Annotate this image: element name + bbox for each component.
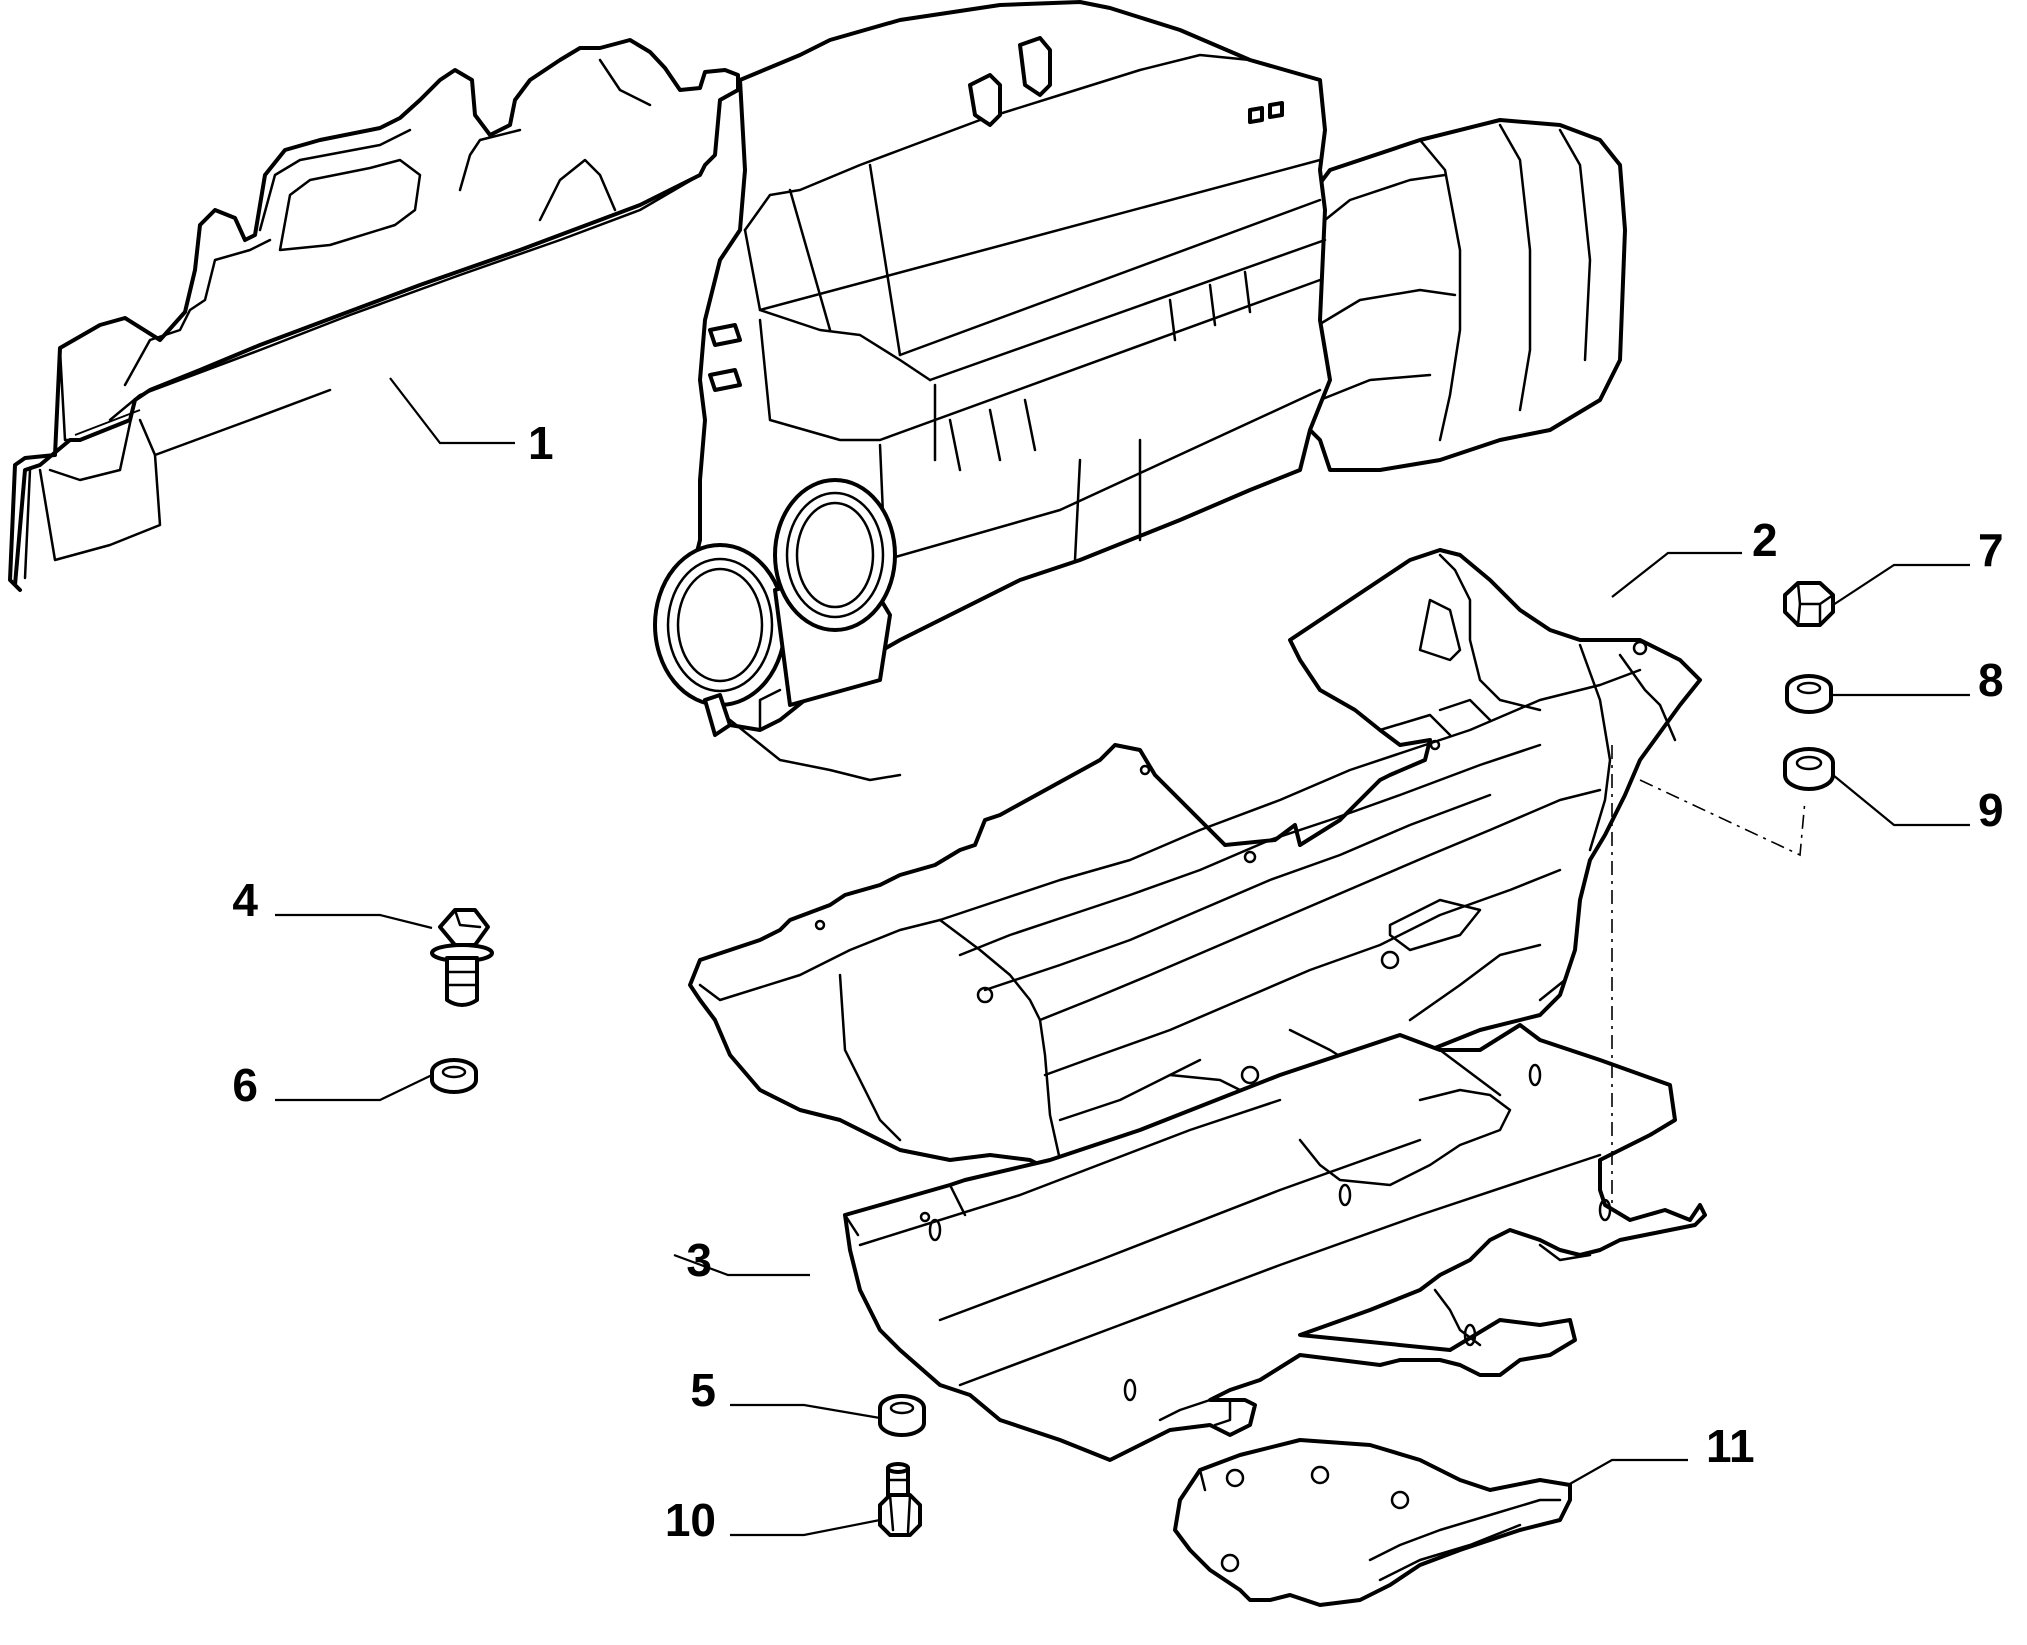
flange-bolt — [430, 908, 494, 1007]
skid-plate — [843, 1023, 1707, 1462]
cover-plate — [1173, 1438, 1572, 1607]
hex-nut — [1783, 581, 1835, 627]
callout-6: 6 — [232, 1059, 258, 1111]
washer-8 — [1785, 674, 1833, 714]
spacer-9 — [1783, 747, 1835, 791]
callout-2: 2 — [1752, 514, 1778, 566]
washer-6 — [430, 1058, 478, 1094]
spacer-5 — [878, 1394, 926, 1437]
callout-9: 9 — [1978, 784, 2004, 836]
stud-bolt — [878, 1462, 922, 1537]
callout-8: 8 — [1978, 654, 2004, 706]
engine-assembly — [653, 0, 1627, 782]
callout-11: 11 — [1706, 1420, 1755, 1472]
callout-3: 3 — [686, 1234, 712, 1286]
callout-10: 10 — [665, 1494, 716, 1546]
leader-lines — [275, 377, 1970, 1537]
callout-5: 5 — [690, 1364, 716, 1416]
heat-shield-upper — [8, 38, 740, 592]
callout-1: 1 — [528, 417, 554, 469]
callout-7: 7 — [1978, 524, 2004, 576]
assembly-axis-line — [1611, 745, 1806, 1210]
callout-4: 4 — [232, 874, 258, 926]
